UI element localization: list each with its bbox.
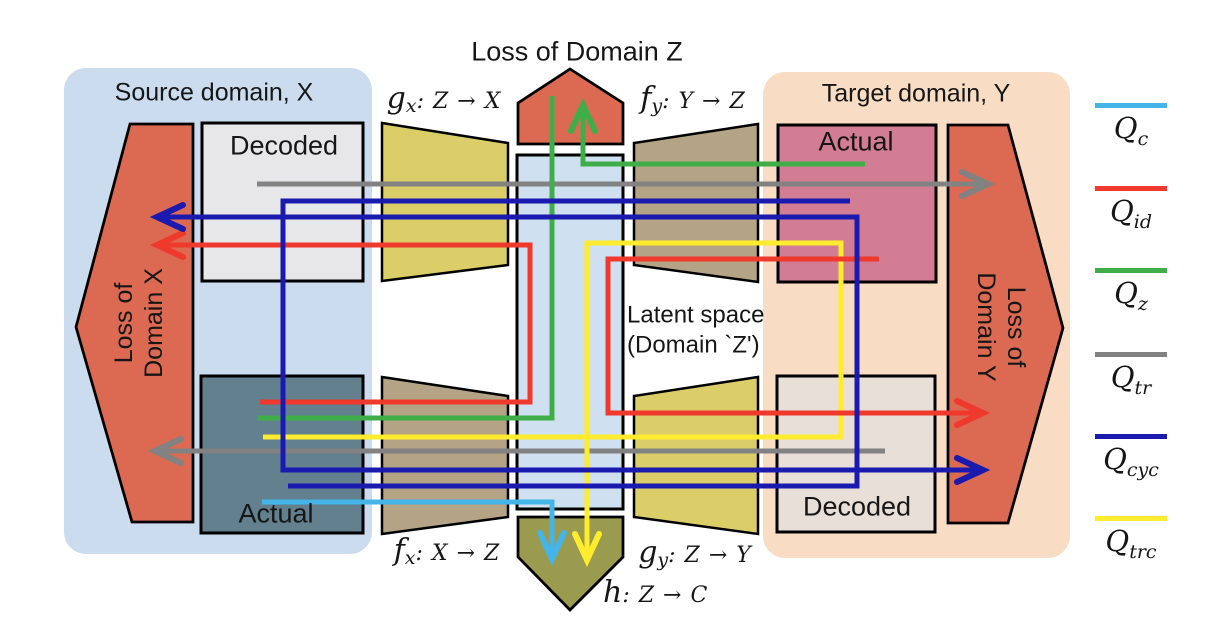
label-gx-func: g: [386, 80, 406, 116]
line-q-trc: [263, 240, 844, 553]
label-gy: gy: Z → Y: [638, 535, 752, 571]
label-fy-map: : Y → Z: [662, 88, 746, 114]
loss-y-label-line1: Loss of: [1002, 286, 1030, 368]
line-q-z-from-y: [583, 112, 865, 167]
legend-label-qtrc-sub: trc: [1129, 540, 1157, 563]
legend-label-qtr-sub: tr: [1134, 376, 1152, 399]
legend-label-qtrc: Qtrc: [1089, 524, 1173, 563]
decoder-gy-trapezoid: [632, 375, 760, 536]
line-q-id-x: [164, 245, 533, 405]
label-gy-map: : Z → Y: [668, 542, 752, 568]
loss-x-label-line2: Domain X: [140, 268, 168, 378]
actual-y-label: Actual: [818, 126, 894, 157]
legend-label-qtrc-main: Q: [1105, 524, 1130, 558]
label-h: h: Z → C: [603, 575, 708, 611]
label-gx: gx: Z → X: [387, 81, 502, 117]
legend-swatch-qtr: [1095, 352, 1167, 357]
loss-z-pentagon: [516, 67, 625, 146]
legend-label-qid-main: Q: [1109, 194, 1134, 228]
legend-label-qtr-main: Q: [1110, 360, 1135, 394]
label-gx-sub: x: [405, 95, 417, 118]
loss-y-label-line2: Domain Y: [972, 272, 1000, 382]
legend-label-qid-sub: id: [1133, 210, 1153, 233]
loss-z-title: Loss of Domain Z: [471, 36, 683, 67]
latent-space-caption: Latent space (Domain `Z'): [627, 301, 764, 362]
latent-space-caption-line1: Latent space: [627, 301, 765, 329]
target-domain-title: Target domain, Y: [821, 79, 1011, 108]
legend-label-qtr: Qtr: [1089, 360, 1173, 399]
line-q-cyc-from-y: [280, 198, 976, 470]
legend-label-qcyc: Qcyc: [1089, 442, 1173, 481]
label-fx: fx: X → Z: [394, 533, 501, 569]
legend-label-qid: Qid: [1089, 194, 1173, 233]
legend-label-qcyc-sub: cyc: [1126, 458, 1159, 481]
line-q-c: [262, 499, 552, 552]
label-fy-func: f: [640, 80, 652, 116]
line-q-cyc-from-x: [164, 217, 860, 489]
decoded-x-label: Decoded: [229, 130, 339, 161]
loss-x-label: Loss of Domain X: [109, 268, 169, 378]
latent-space-caption-line2: (Domain `Z'): [627, 332, 760, 359]
label-fx-func: f: [393, 532, 405, 568]
line-q-id-y: [605, 256, 976, 413]
legend-label-qz-main: Q: [1114, 276, 1138, 310]
legend-label-qc-sub: c: [1137, 127, 1149, 150]
legend-swatch-qid: [1095, 186, 1167, 191]
legend-label-qcyc-main: Q: [1103, 442, 1127, 476]
loss-y-label: Loss of Domain Y: [971, 272, 1031, 381]
label-fx-sub: x: [404, 547, 416, 570]
label-gy-sub: y: [657, 549, 669, 572]
label-h-map: : Z → C: [622, 582, 709, 608]
legend-swatch-qcyc: [1095, 434, 1167, 439]
legend-swatch-qtrc: [1095, 516, 1167, 521]
label-fy: fy: Y → Z: [640, 81, 745, 117]
legend-label-qc: Qc: [1089, 111, 1173, 150]
legend-label-qz: Qz: [1089, 276, 1173, 315]
legend-swatch-qz: [1095, 268, 1167, 273]
loss-x-label-line1: Loss of: [110, 282, 138, 364]
legend-label-qc-main: Q: [1113, 111, 1138, 145]
label-fx-map: : X → Z: [415, 540, 501, 566]
label-fy-sub: y: [651, 95, 663, 118]
legend-label-qz-sub: z: [1137, 292, 1148, 315]
legend-swatch-qc: [1095, 103, 1167, 108]
label-gy-func: g: [638, 534, 658, 570]
label-h-func: h: [603, 574, 623, 610]
label-gx-map: : Z → X: [416, 88, 502, 114]
source-domain-title: Source domain, X: [114, 78, 314, 107]
decoded-y-label: Decoded: [802, 491, 912, 522]
actual-x-label: Actual: [238, 498, 314, 529]
